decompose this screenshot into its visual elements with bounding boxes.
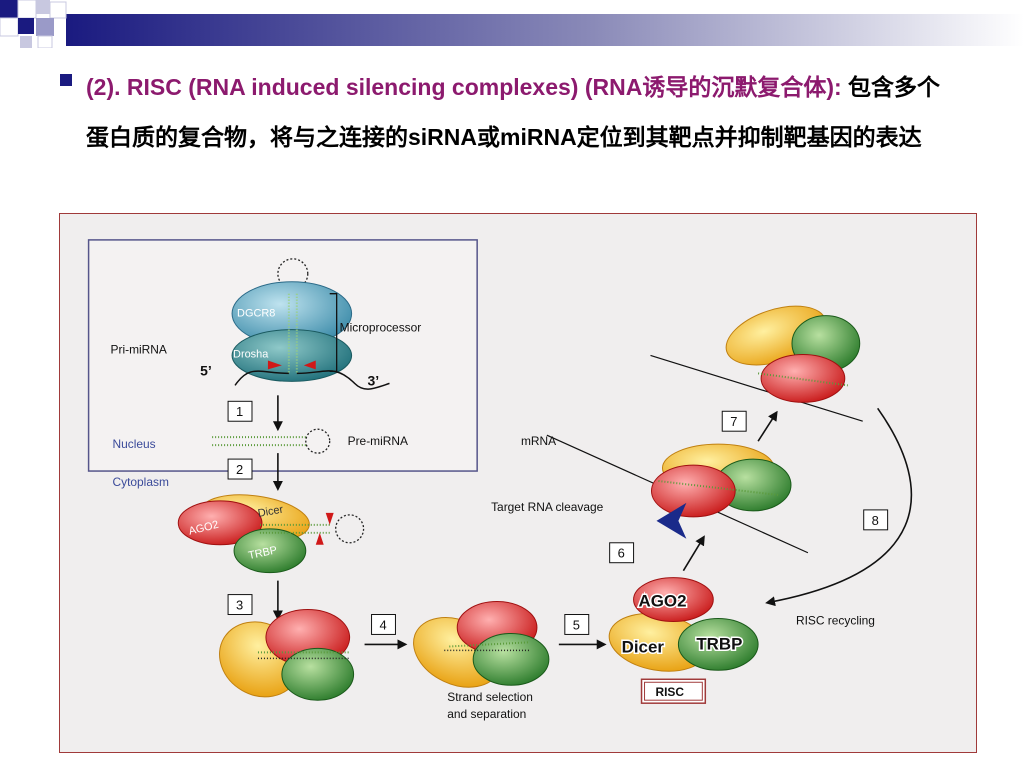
step-box	[863, 509, 889, 531]
ago2-protein	[177, 500, 263, 546]
cut-arrow-icon	[303, 360, 316, 370]
cleavage-arrowhead-icon	[656, 502, 687, 539]
strand-selection-label: Strand selection	[447, 690, 533, 704]
microprocessor-label: Microprocessor	[340, 321, 422, 335]
drosha-protein	[231, 329, 353, 382]
hairpin-loop	[277, 258, 309, 290]
step-number: 6	[618, 546, 625, 561]
dicer-small-label: Dicer	[257, 504, 285, 520]
header-square	[0, 0, 18, 18]
ago2-big-label: AGO2	[639, 592, 687, 611]
cytoplasm-label: Cytoplasm	[113, 475, 169, 489]
target-cleavage-label: Target RNA cleavage	[491, 500, 604, 514]
step-box	[564, 614, 590, 635]
step-number: 7	[730, 414, 737, 429]
risc-label: RISC	[655, 685, 684, 699]
trbp-protein	[472, 632, 550, 686]
heading-black-text: 包含多个蛋白质的复合物，将与之连接的siRNA或miRNA定位到其靶点并抑制靶基…	[86, 74, 941, 150]
step-number: 1	[236, 404, 243, 419]
step-number: 5	[573, 617, 580, 632]
pri-mirna-label: Pri-miRNA	[111, 342, 167, 356]
step-number: 4	[380, 617, 387, 632]
step-box	[227, 458, 253, 480]
trbp-protein	[233, 528, 307, 574]
hairpin-loop	[305, 428, 331, 454]
cut-arrow-icon	[315, 532, 324, 545]
drosha-label: Drosha	[233, 348, 269, 360]
five-prime-tail	[234, 370, 289, 386]
three-prime-label: 3’	[368, 372, 380, 388]
step-number: 2	[236, 462, 243, 477]
cut-arrow-icon	[325, 512, 334, 525]
trbp-small-label: TRBP	[247, 544, 278, 562]
dgcr8-label: DGCR8	[237, 308, 275, 320]
trbp-protein	[677, 617, 759, 671]
microprocessor-bracket	[329, 293, 338, 373]
step-box	[371, 614, 396, 635]
three-prime-tail	[296, 370, 390, 390]
header-gradient-bar	[66, 14, 1024, 46]
separation-label: and separation	[447, 707, 526, 721]
step-box	[609, 542, 635, 564]
five-prime-label: 5’	[200, 362, 212, 378]
step-number: 3	[236, 598, 243, 613]
rnai-pathway-figure: DGCR8 Drosha Microprocessor Pri-miRNA 5’…	[59, 213, 977, 753]
nucleus-label: Nucleus	[113, 437, 156, 451]
ago2-protein	[651, 464, 736, 518]
step-box	[227, 594, 253, 616]
header-square	[18, 18, 34, 34]
mrna-fragment	[650, 354, 863, 422]
trbp-big-label: TRBP	[696, 634, 742, 653]
header-decoration	[0, 0, 1024, 48]
header-square	[36, 18, 54, 36]
header-square	[49, 1, 67, 19]
header-square	[0, 17, 19, 37]
header-square	[36, 0, 50, 14]
header-square	[37, 35, 53, 48]
cut-arrow-icon	[267, 360, 282, 370]
header-square	[17, 0, 37, 19]
heading-purple-text: (2). RISC (RNA induced silencing complex…	[86, 74, 842, 100]
ago2-protein	[633, 577, 714, 622]
step-box	[721, 410, 747, 432]
trbp-protein	[281, 647, 355, 701]
risc-box	[640, 678, 707, 704]
header-square	[20, 36, 32, 48]
pre-mirna-label: Pre-miRNA	[348, 434, 408, 448]
risc-recycling-label: RISC recycling	[796, 613, 875, 627]
bullet-square-icon	[60, 74, 72, 86]
bullet-text: (2). RISC (RNA induced silencing complex…	[86, 62, 956, 162]
step-arrow	[682, 535, 705, 572]
step-number: 8	[872, 513, 879, 528]
recycling-arrow	[765, 407, 913, 607]
dicer-big-label: Dicer	[622, 637, 665, 656]
step-box	[227, 400, 253, 422]
step-arrow	[757, 410, 778, 442]
mrna-label: mRNA	[521, 434, 556, 448]
